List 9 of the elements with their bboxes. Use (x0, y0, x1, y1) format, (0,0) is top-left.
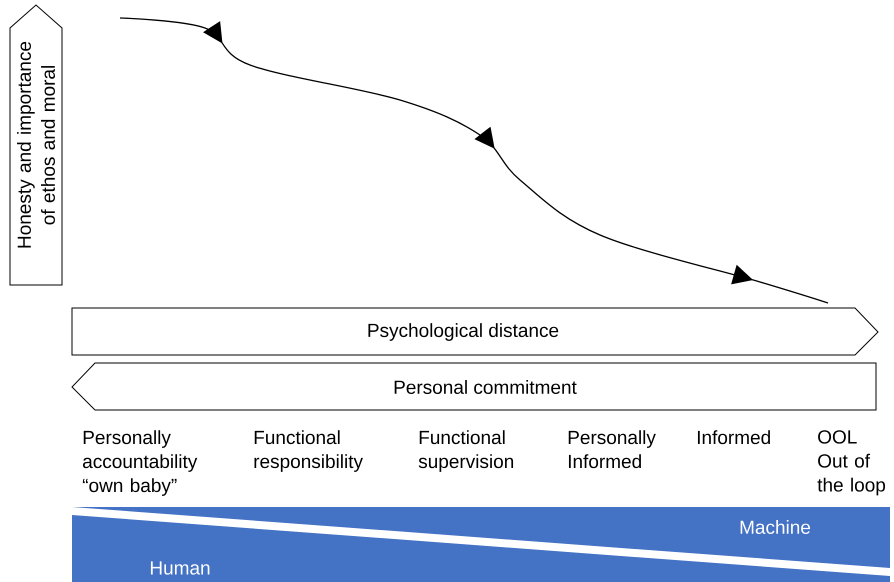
node-label: Machine (740, 520, 810, 534)
up-arrow-box: Honesty and importance of ethos and moral (10, 4, 62, 286)
column-label: Personally accountability “own baby” (82, 430, 198, 496)
column-label: Functional supervision (418, 430, 514, 472)
column-label: OOL Out of the loop (818, 430, 886, 496)
column-label: Informed (698, 430, 770, 444)
right-arrow-band: Psychological distance (72, 308, 879, 356)
column-label: Functional responsibility (254, 430, 363, 472)
column-label: Personally Informed (568, 430, 656, 468)
